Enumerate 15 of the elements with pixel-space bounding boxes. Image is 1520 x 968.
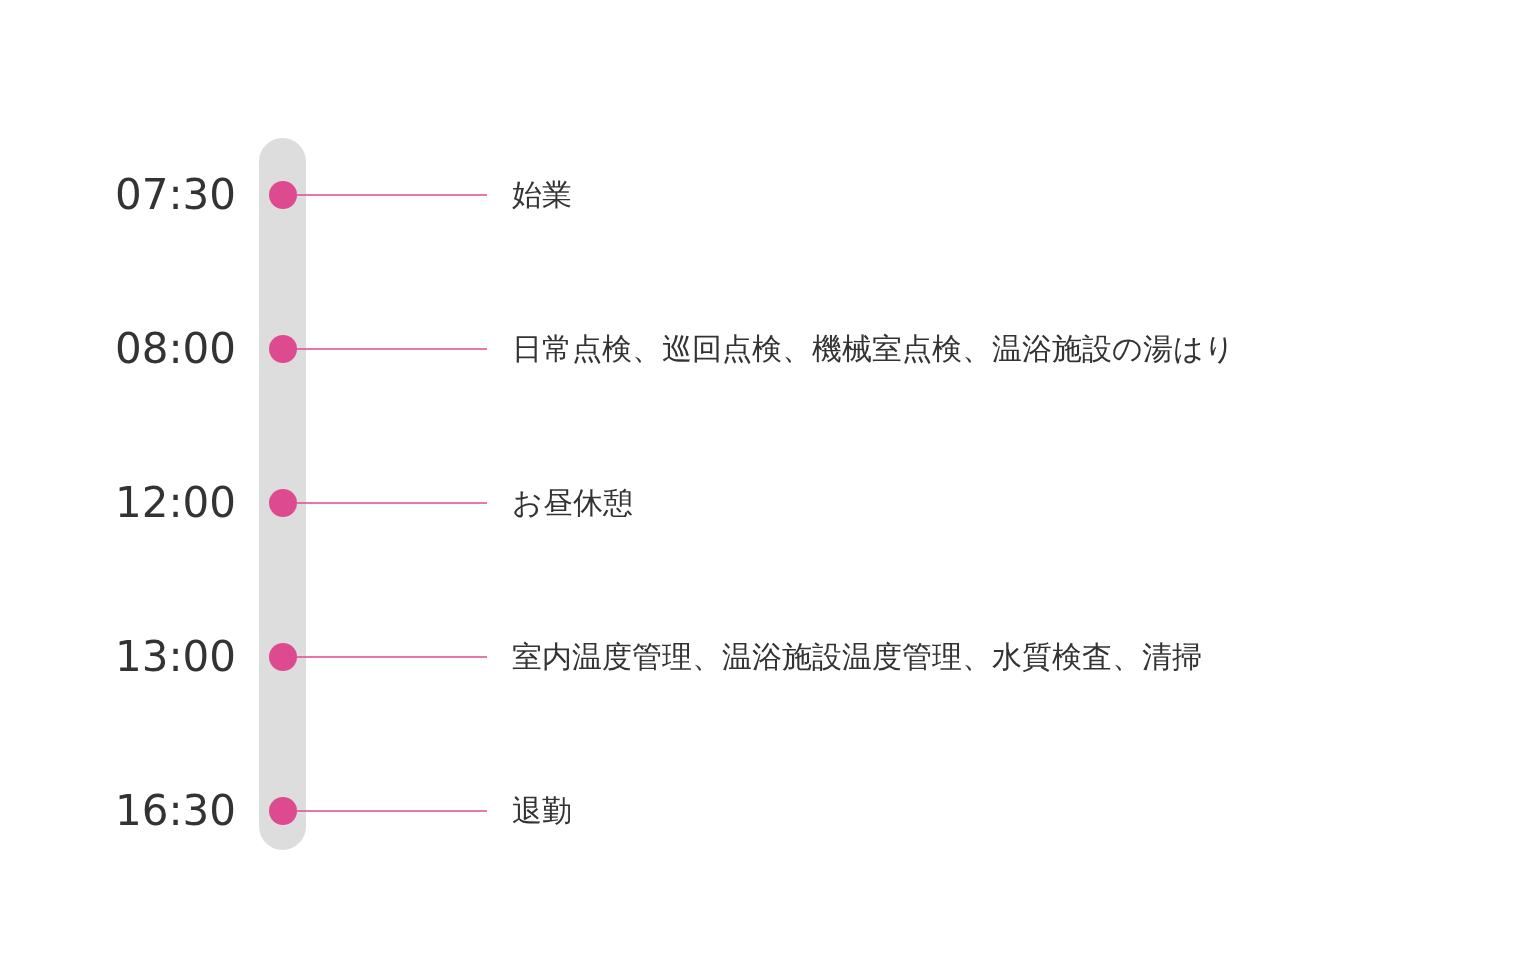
leader-line (296, 502, 488, 504)
event-text: お昼休憩 (512, 485, 633, 521)
time-label: 08:00 (113, 325, 236, 373)
event-text: 始業 (512, 177, 572, 213)
time-label: 07:30 (113, 171, 236, 219)
time-label: 16:30 (113, 787, 236, 835)
leader-line (296, 656, 488, 658)
leader-line (296, 348, 488, 350)
event-text: 日常点検、巡回点検、機械室点検、温浴施設の湯はり (512, 331, 1235, 367)
event-text: 室内温度管理、温浴施設温度管理、水質検査、清掃 (512, 639, 1202, 675)
time-label: 13:00 (113, 633, 236, 681)
time-label: 12:00 (113, 479, 236, 527)
event-text: 退勤 (512, 793, 572, 829)
leader-line (296, 194, 488, 196)
leader-line (296, 810, 488, 812)
